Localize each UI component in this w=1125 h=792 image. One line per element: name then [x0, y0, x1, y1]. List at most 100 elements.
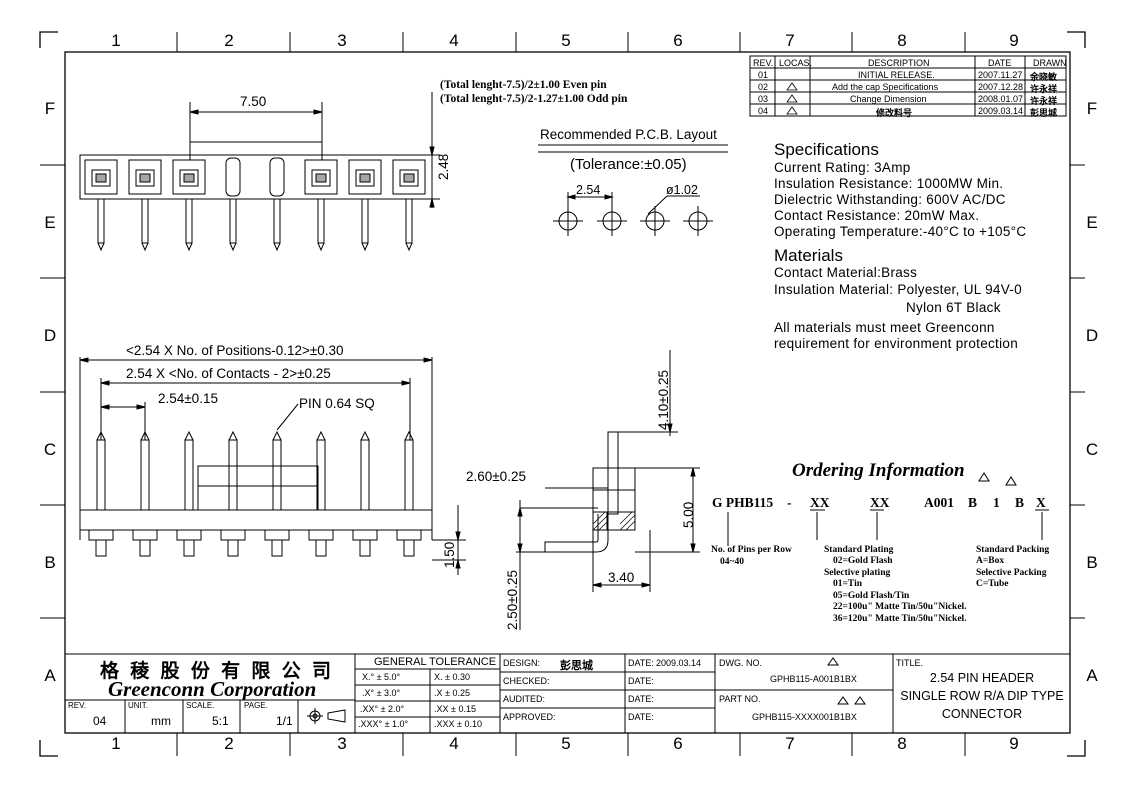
zone-row-e: E [44, 213, 56, 232]
rev-header-drawn: DRAWN [1033, 58, 1067, 68]
rev-row-desc: INITIAL RELEASE. [858, 70, 935, 80]
code-b2: B [1015, 495, 1025, 510]
pin-foot [227, 539, 239, 557]
pcb-pitch: 2.54 [576, 183, 601, 197]
note-even-pin: (Total lenght-7.5)/2±1.00 Even pin [440, 79, 607, 91]
packing-line: C=Tube [976, 579, 1009, 589]
code-pins: XX [810, 495, 830, 510]
pin-standoff [176, 529, 202, 541]
page-label: PAGE. [244, 701, 268, 710]
tol-linear: .XX ± 0.15 [434, 704, 476, 714]
general-tolerance: GENERAL TOLERANCE [374, 656, 497, 668]
date-label: DATE: [628, 694, 654, 704]
pin-foot [183, 539, 195, 557]
pin-square [399, 169, 419, 187]
zone-col-6: 6 [673, 734, 683, 753]
rev-row-drawn: 许永祥 [1030, 84, 1058, 94]
drawing-title: 2.54 PIN HEADER [929, 671, 1035, 685]
scale-label: SCALE. [186, 701, 215, 710]
rev-row-rev: 04 [758, 106, 769, 116]
zone-row-f: F [44, 99, 56, 118]
rev-row-date: 2008.01.07 [978, 94, 1024, 104]
pin-foot [315, 539, 327, 557]
dim-2-50: 2.50±0.25 [505, 570, 520, 630]
pin-square-inner [95, 173, 107, 183]
ordering-title: Ordering Information [792, 460, 965, 481]
pin-standoff [132, 529, 158, 541]
design-label: DESIGN: [503, 658, 541, 668]
pin-tip [272, 430, 282, 441]
checked-label: CHECKED: [503, 676, 550, 686]
housing-cell [304, 159, 338, 195]
pin-standoff [308, 529, 334, 541]
pin-loop [269, 157, 285, 197]
packing-line: Selective Packing [976, 568, 1047, 578]
rev-row-date: 2009.03.14 [978, 106, 1024, 116]
part-number: GPHB115-XXXX001B1BX [752, 712, 857, 722]
pin-square-inner [139, 173, 151, 183]
zone-row-f: F [1086, 99, 1098, 118]
code-dash: - [787, 495, 792, 510]
plating-line: 05=Gold Flash/Tin [833, 591, 910, 601]
title-label: TITLE. [896, 658, 924, 668]
zone-col-2: 2 [224, 31, 234, 50]
rev-row-desc: Change Dimension [850, 94, 927, 104]
pin-square-inner [183, 173, 195, 183]
rev-header-desc: DESCRIPTION [868, 58, 930, 68]
date-label: DATE: [628, 658, 654, 668]
tol-angle: .XX° ± 2.0° [360, 704, 405, 714]
pin-tip [229, 242, 237, 252]
top-view [79, 92, 440, 252]
pin-foot [95, 539, 107, 557]
zone-row-b: B [1086, 553, 1098, 572]
pin-tip [185, 242, 193, 252]
pin-foot [403, 539, 415, 557]
spec-line: Dielectric Withstanding: 600V AC/DC [774, 192, 1006, 207]
rev-row-date: 2007.12.28 [978, 82, 1024, 92]
pin-upper [140, 439, 150, 511]
code-plating: XX [870, 495, 890, 510]
ordering-leaders [727, 472, 1049, 546]
side-view [516, 350, 700, 630]
tol-linear: .XXX ± 0.10 [434, 719, 482, 729]
pin-standoff [88, 529, 114, 541]
pin-upper [228, 439, 238, 511]
dim-2-60: 2.60±0.25 [466, 469, 526, 484]
pin-tail [361, 198, 369, 244]
material-line: Insulation Material: Polyester, UL 94V-0 [774, 282, 1022, 297]
rev-header-rev: REV. [753, 58, 774, 68]
dwg-number: GPHB115-A001B1BX [770, 674, 857, 684]
dim-5-00: 5.00 [681, 501, 696, 528]
drawing-title: SINGLE ROW R/A DIP TYPE [900, 689, 1064, 703]
material-line: requirement for environment protection [774, 336, 1019, 351]
front-view [79, 357, 466, 575]
pcb-hole-dia: ø1.02 [666, 183, 698, 197]
pin-size-note: PIN 0.64 SQ [299, 396, 375, 411]
pin-upper [404, 439, 414, 511]
zone-col-8: 8 [897, 31, 907, 50]
zone-col-5: 5 [561, 31, 571, 50]
pin-standoff [396, 529, 422, 541]
pin-upper [184, 439, 194, 511]
pin-tail [141, 198, 149, 244]
zone-col-5: 5 [561, 734, 571, 753]
rev-row-desc: 修改料号 [876, 108, 913, 118]
zone-row-e: E [1086, 213, 1098, 232]
tol-linear: .X ± 0.25 [434, 688, 470, 698]
pin-square [311, 169, 331, 187]
pcb-title: Recommended P.C.B. Layout [540, 127, 717, 142]
pin-foot [271, 539, 283, 557]
company-name-en: Greenconn Corporation [108, 677, 317, 701]
pin-tip [404, 430, 414, 441]
pin-standoff [264, 529, 290, 541]
rev-value: 04 [93, 714, 107, 728]
pin-tip [361, 242, 369, 252]
dim-contacts-length: 2.54 X <No. of Contacts - 2>±0.25 [126, 366, 331, 381]
dim-3-40: 3.40 [608, 570, 635, 585]
pin-square [355, 169, 375, 187]
plating-line: 02=Gold Flash [833, 556, 893, 566]
dim-2-48: 2.48 [436, 153, 451, 180]
zone-col-1: 1 [111, 31, 121, 50]
spec-line: Insulation Resistance: 1000MW Min. [774, 176, 1004, 191]
